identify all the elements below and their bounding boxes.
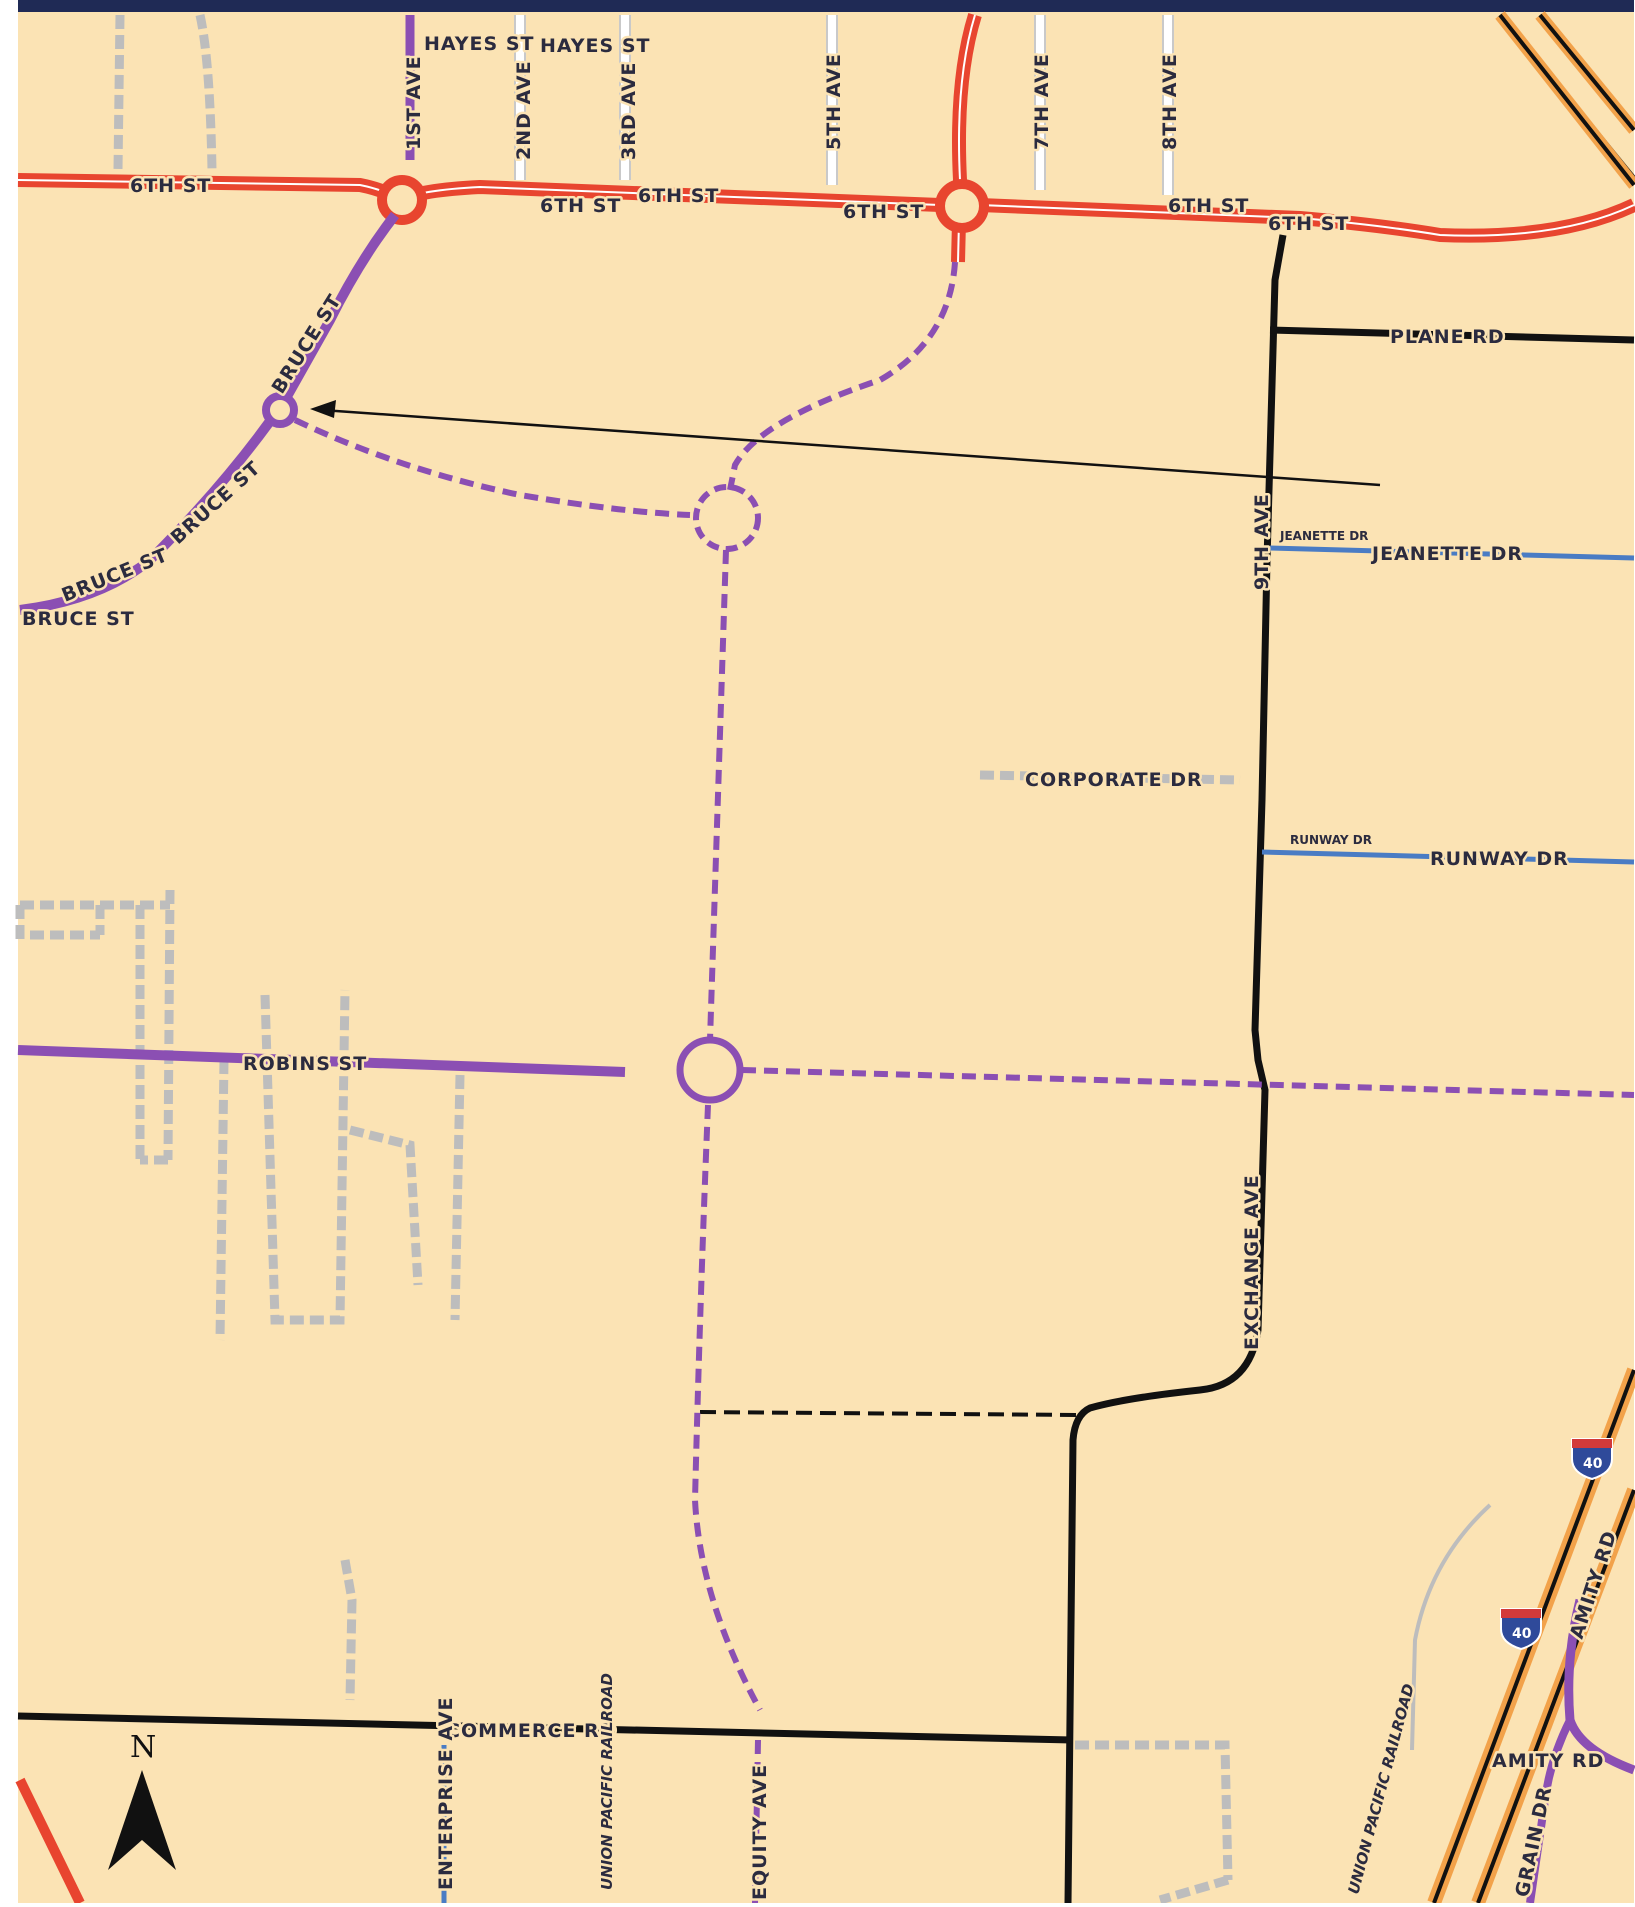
interstate-shield-icon: 40: [1500, 1608, 1542, 1651]
proposed-connector-road: [699, 1410, 1081, 1417]
label-sixth-st-2: 6TH ST: [540, 195, 621, 217]
eighth-ave-casing: [1162, 15, 1174, 195]
map-background: [18, 0, 1634, 1903]
private-road: [113, 14, 125, 171]
seventh-ave-casing: [1034, 15, 1046, 190]
label-hayes-st-1: HAYES ST: [424, 33, 534, 55]
label-plane-rd: PLANE RD: [1390, 326, 1505, 348]
i40-north-center: [1498, 13, 1635, 187]
ninth-ave-exchange-ave-road: [1064, 234, 1287, 1904]
label-amity-rd-2: AMITY RD: [1492, 1750, 1604, 1772]
label-commerce-rd: COMMERCE RD: [446, 1720, 616, 1742]
i40-lane-b-center: [1476, 1489, 1635, 1904]
label-bruce-st-4: BRUCE ST: [22, 608, 135, 630]
shield-body: [1571, 1438, 1613, 1481]
north-arrow-shape: [108, 1770, 176, 1870]
label-robins-st: ROBINS ST: [243, 1053, 367, 1075]
equity-ave-extension: [691, 1104, 763, 1712]
private-road: [979, 770, 1241, 785]
label-sixth-st-4: 6TH ST: [843, 201, 924, 223]
label-sixth-st-5: 6TH ST: [1168, 195, 1249, 217]
commerce-rd-road: [17, 1712, 1073, 1744]
bruce-st-road: [19, 211, 399, 615]
callout-arrow-head: [310, 400, 336, 418]
label-union-pacific-railroad-1: UNION PACIFIC RAILROAD: [598, 1673, 616, 1890]
private-roads: [15, 14, 1241, 1905]
proposed-roads: [17, 15, 1635, 1904]
callout-arrow-line: [321, 408, 1381, 487]
plane-rd-road: [1269, 326, 1635, 344]
label-jeanette-dr-small: JEANETTE DR: [1279, 529, 1368, 543]
shield-number: 40: [1512, 1626, 1532, 1642]
private-road: [195, 14, 217, 171]
header-bar: [18, 0, 1634, 12]
private-road: [450, 1074, 465, 1321]
sixth-st-north-connector-centerline: [957, 14, 976, 263]
robins-st-road: [17, 1045, 626, 1077]
north-arrow-icon: N: [108, 1730, 176, 1870]
label-second-ave: 2ND AVE: [513, 60, 535, 160]
label-fifth-ave: 5TH AVE: [823, 53, 845, 150]
private-road: [260, 989, 350, 1325]
bruce-st-roundabout: [262, 392, 298, 428]
north-label: N: [130, 1730, 156, 1765]
label-third-ave: 3RD AVE: [618, 62, 640, 160]
proposed-north-connector: [727, 261, 958, 491]
runway-dr-road: [1261, 849, 1635, 865]
label-equity-ave: EQUITY AVE: [749, 1764, 771, 1900]
private-road: [215, 1059, 229, 1341]
shield-number: 40: [1583, 1456, 1603, 1472]
private-road: [135, 889, 175, 1165]
grain-dr-road: [1526, 1718, 1574, 1904]
avenue-stub-casings: [514, 15, 1174, 195]
proposed-north-south-road: [707, 549, 729, 1041]
label-sixth-st-west: 6TH ST: [130, 175, 211, 197]
equity-ave-road: [752, 1739, 761, 1904]
label-first-ave: 1ST AVE: [403, 55, 425, 150]
railroad-spur: [1410, 1503, 1492, 1751]
label-ninth-ave: 9TH AVE: [1251, 493, 1273, 590]
proposed-roundabout-north: [693, 484, 761, 552]
proposed-west-connector: [293, 417, 691, 518]
label-jeanette-dr: JEANETTE DR: [1370, 543, 1523, 565]
label-exchange-ave: EXCHANGE AVE: [1241, 1174, 1263, 1350]
label-hayes-st-2: HAYES ST: [540, 35, 650, 57]
sixth-st-roundabout-east: [935, 179, 989, 233]
minor-roads: [441, 545, 1635, 1903]
shield-top: [1572, 1439, 1612, 1448]
label-sixth-st-6: 6TH ST: [1268, 213, 1349, 235]
robins-st-extension: [741, 1067, 1635, 1098]
fifth-ave-casing: [826, 15, 838, 185]
proposed-roundabout-south: [676, 1036, 744, 1104]
sixth-st-roundabout-west: [377, 175, 427, 225]
interstate-shield-icon: 40: [1571, 1438, 1613, 1481]
label-runway-dr-small: RUNWAY DR: [1290, 833, 1372, 847]
third-ave-casing: [619, 15, 631, 180]
label-corporate-dr: CORPORATE DR: [1025, 769, 1203, 791]
shield-top: [1501, 1609, 1541, 1618]
shield-body: [1500, 1608, 1542, 1651]
label-seventh-ave: 7TH AVE: [1031, 53, 1053, 150]
avenue-stubs: [515, 15, 1173, 195]
private-road: [1075, 1740, 1233, 1881]
private-road: [1158, 1875, 1230, 1905]
private-road: [340, 1559, 357, 1701]
label-sixth-st-3: 6TH ST: [638, 185, 719, 207]
label-enterprise-ave: ENTERPRISE AVE: [435, 1697, 457, 1890]
private-road: [348, 1125, 423, 1286]
jeanette-dr-road: [1269, 545, 1635, 561]
amity-rd-road: [1564, 1598, 1635, 1775]
second-ave-casing: [514, 15, 526, 180]
southwest-highway-road: [15, 1777, 85, 1906]
label-eighth-ave: 8TH AVE: [1159, 53, 1181, 150]
label-runway-dr: RUNWAY DR: [1430, 848, 1569, 870]
